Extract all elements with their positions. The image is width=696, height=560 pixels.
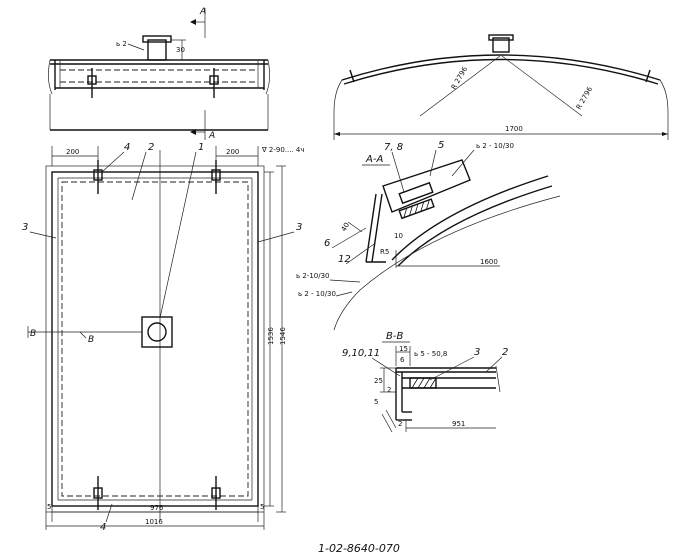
plan-view: B B 200 200 ∇ 2-90.... 4ч 1536 [22,142,305,533]
callout-4-bottom: 4 [100,522,106,533]
drawing-number: 1-02-8640-070 [318,542,400,555]
section-bb-weld: ь 5 - 50,8 [414,350,447,358]
plan-fastener-bottom-right [211,476,221,510]
plan-fastener-top-left [93,160,103,194]
roof-view: 1700 R 2796 R 2796 [333,34,669,140]
section-bb-hatch [409,377,437,389]
plan-dim-edge-left: 5 [47,503,51,511]
side-dim-30: 30 [176,46,185,54]
section-aa-weld-top: ь 2 - 10/30 [476,142,514,150]
section-bb-dim-15: 15 [399,345,408,353]
section-aa-weld-mid: ь 2-10/30 [296,272,330,280]
section-aa-title: А-А [365,154,383,165]
plan-dim-right-offset: 200 [226,148,239,156]
section-bb-dim-6: 6 [400,356,405,364]
plan-weld-note: ∇ 2-90.... 4ч [261,146,305,154]
roof-radius-left: R 2796 [450,65,470,91]
section-bb-dim-951: 951 [452,420,465,428]
callout-2: 2 [148,142,154,153]
section-aa-dim-r: R5 [380,248,389,256]
roof-span: 1700 [505,125,523,133]
callout-12: 12 [338,254,351,265]
section-bb-dim-25: 25 [374,377,383,385]
plan-dim-left-offset: 200 [66,148,79,156]
section-aa-dim-1600: 1600 [480,258,498,266]
section-bb: В-В 25 2 5 15 6 951 2 ь [342,331,508,433]
callout-6: 6 [324,238,330,249]
plan-dim-edge-right: 5 [260,503,264,511]
section-a-top: A [199,7,206,17]
callout-7-8: 7, 8 [384,142,403,153]
plan-fastener-top-right [211,160,221,194]
plan-dim-height-outer: 1546 [279,327,287,345]
callout-4-top: 4 [124,142,130,153]
section-bb-dim-2: 2 [387,386,391,394]
section-b-left: B [30,329,36,339]
plan-dim-height-inner: 1536 [267,327,275,345]
side-fastener-left [87,68,97,98]
side-weld-note: ь 2 [116,40,127,48]
roof-radius-right: R 2796 [575,85,595,111]
plan-dim-width-inner: 976 [150,504,164,512]
callout-3-right: 3 [296,222,302,233]
side-view: 30 ь 2 A A [48,7,270,141]
side-fastener-right [209,68,219,98]
callout-1: 1 [198,142,204,153]
section-a-bottom: A [208,131,215,141]
section-b-right: B [88,335,94,345]
section-bb-title: В-В [386,331,403,342]
plan-dim-width-outer: 1016 [145,518,163,526]
callout-bb-2: 2 [502,347,508,358]
section-aa-weld-bottom: ь 2 - 10/30 [298,290,336,298]
callout-3-left: 3 [22,222,28,233]
callout-5: 5 [438,140,444,151]
section-bb-dim-2b: 2 [398,420,402,428]
section-bb-dim-5: 5 [374,398,378,406]
callout-bb-3: 3 [474,347,480,358]
section-aa-dim-10: 10 [394,232,403,240]
callout-9-10-11: 9,10,11 [342,348,380,359]
plan-fastener-bottom-left [93,476,103,510]
section-aa: А-А 1600 40 10 R5 ь 2 - 10/30 ь 2-10/30 … [296,140,561,331]
section-aa-dim-40: 40 [340,221,351,233]
